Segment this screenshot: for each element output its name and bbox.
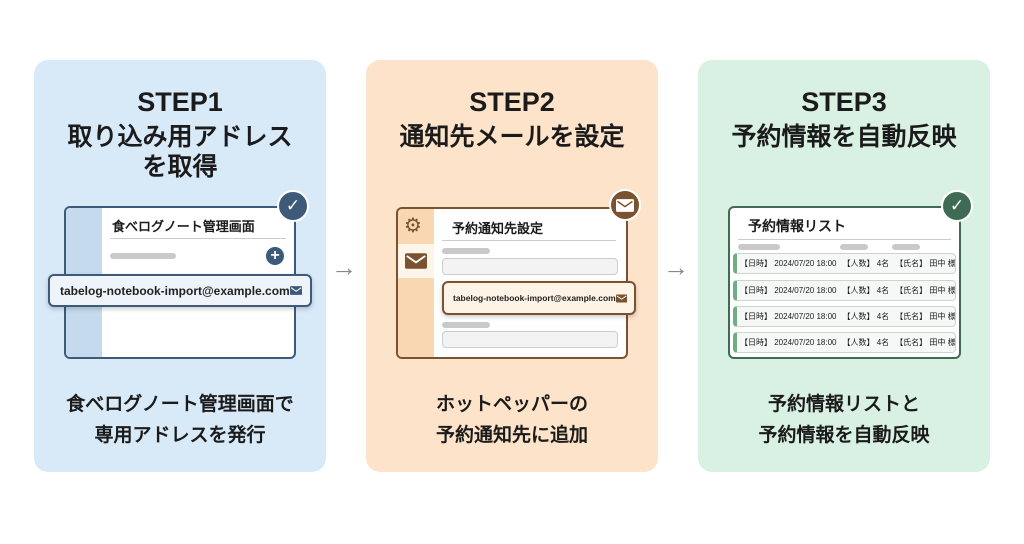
step3-label: STEP3: [801, 87, 887, 117]
row-date: 【日時】 2024/07/20 18:00: [740, 286, 837, 295]
reservation-row[interactable]: 【日時】 2024/07/20 18:00 【人数】 4名【氏名】 田中 様: [733, 306, 956, 327]
row-name: 【氏名】 田中 様: [895, 259, 956, 268]
check-icon: ✓: [277, 190, 309, 222]
divider: [110, 238, 286, 239]
gear-icon[interactable]: ⚙: [404, 215, 422, 237]
header-bar: [738, 244, 780, 250]
placeholder-bar: [110, 253, 176, 259]
envelope-icon: [615, 294, 627, 302]
title-line: 取り込み用アドレス: [67, 123, 293, 151]
row-date: 【日時】 2024/07/20 18:00: [740, 259, 837, 268]
reservation-row[interactable]: 【日時】 2024/07/20 18:00 【人数】 4名【氏名】 田中 様: [733, 332, 956, 353]
title-line: を取得: [142, 153, 218, 181]
row-people: 【人数】 4名: [842, 259, 890, 268]
email-text: tabelog-notebook-import@example.com: [453, 293, 616, 303]
plus-icon[interactable]: +: [266, 247, 284, 265]
step2-label: STEP2: [469, 87, 555, 117]
arrow-right-icon: →: [331, 252, 357, 282]
row-name: 【氏名】 田中 様: [895, 286, 956, 295]
envelope-icon: [405, 253, 427, 269]
envelope-badge-icon: [609, 189, 641, 221]
arrow-right-icon: →: [663, 252, 689, 282]
row-people: 【人数】 4名: [842, 286, 890, 295]
row-date: 【日時】 2024/07/20 18:00: [740, 312, 837, 321]
check-icon: ✓: [941, 190, 973, 222]
window-title: 予約通知先設定: [452, 221, 544, 236]
reservation-row[interactable]: 【日時】 2024/07/20 18:00 【人数】 4名【氏名】 田中 様: [733, 253, 956, 274]
reservation-row[interactable]: 【日時】 2024/07/20 18:00 【人数】 4名【氏名】 田中 様: [733, 280, 956, 301]
input-field[interactable]: [442, 331, 618, 348]
window-title: 予約情報リスト: [748, 218, 846, 234]
email-text: tabelog-notebook-import@example.com: [60, 283, 290, 298]
input-field[interactable]: [442, 258, 618, 275]
header-bar: [892, 244, 920, 250]
divider: [442, 240, 616, 241]
desc-line: 予約情報を自動反映: [758, 425, 930, 446]
title-line: 予約情報を自動反映: [731, 123, 957, 151]
window-sidebar: [398, 209, 434, 357]
desc-line: 予約通知先に追加: [435, 425, 588, 446]
desc-line: 予約情報リストと: [767, 394, 920, 415]
row-people: 【人数】 4名: [842, 338, 890, 347]
step1-label: STEP1: [137, 87, 223, 117]
desc-line: ホットペッパーの: [435, 394, 588, 415]
placeholder-bar: [442, 248, 490, 254]
step1-email-field: tabelog-notebook-import@example.com: [48, 274, 312, 307]
row-date: 【日時】 2024/07/20 18:00: [740, 338, 837, 347]
row-name: 【氏名】 田中 様: [895, 312, 956, 321]
placeholder-bar: [442, 322, 490, 328]
divider: [738, 239, 951, 240]
window-title: 食べログノート管理画面: [112, 219, 255, 234]
title-line: 通知先メールを設定: [399, 123, 625, 151]
desc-line: 食べログノート管理画面で: [66, 394, 294, 415]
row-name: 【氏名】 田中 様: [895, 338, 956, 347]
header-bar: [840, 244, 868, 250]
desc-line: 専用アドレスを発行: [94, 425, 266, 446]
envelope-icon: [289, 286, 302, 295]
row-people: 【人数】 4名: [842, 312, 890, 321]
step2-email-field: tabelog-notebook-import@example.com: [442, 281, 636, 315]
